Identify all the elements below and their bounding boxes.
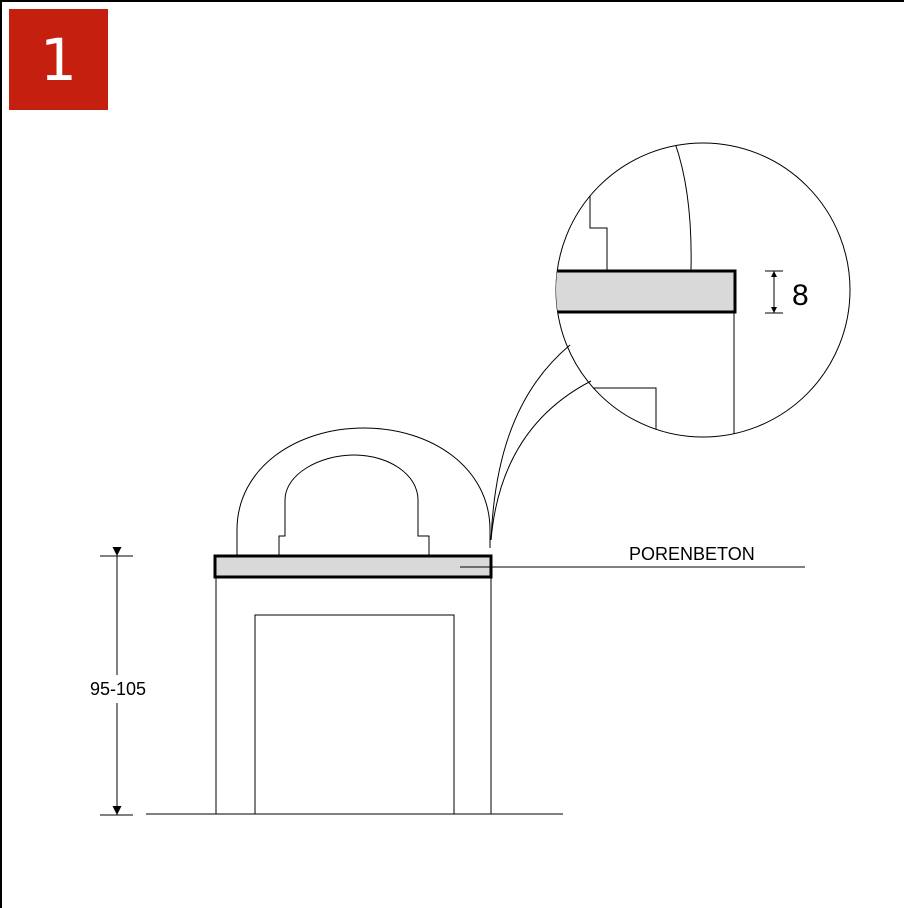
detail-callout-connector	[490, 344, 592, 541]
detail-dome-curve	[674, 143, 692, 271]
thickness-dimension-label: 8	[792, 279, 809, 312]
height-dimension-label: 95-105	[90, 679, 146, 699]
wall-outline	[215, 578, 492, 814]
detail-porenbeton-lintel	[556, 269, 737, 314]
dome-outer-outline	[236, 427, 491, 555]
step-number: 1	[40, 25, 77, 94]
detail-inner-step	[589, 180, 608, 270]
height-dimension	[100, 547, 133, 816]
dome-inner-outline	[278, 454, 430, 555]
detail-view	[556, 143, 737, 437]
opening-outline	[254, 614, 455, 814]
thickness-dimension	[765, 270, 783, 314]
porenbeton-lintel	[213, 554, 493, 579]
material-label: PORENBETON	[629, 544, 755, 564]
step-number-badge: 1	[9, 9, 108, 110]
detail-opening-step	[591, 387, 657, 437]
